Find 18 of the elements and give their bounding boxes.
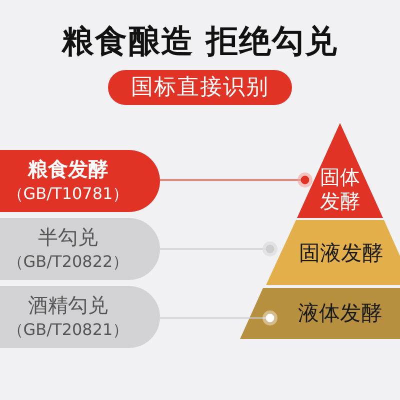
title: 粮食酿造 拒绝勾兑 (62, 21, 338, 61)
category-pill (0, 150, 160, 212)
standard-code: （GB/T20821） (7, 319, 129, 341)
connector-line (160, 172, 312, 188)
tier-label: 固体发酵 (319, 165, 361, 213)
category-name: 酒精勾兑 (28, 292, 108, 318)
tier-label: 固液发酵 (298, 240, 384, 266)
connector-line (160, 310, 278, 326)
connector-line (160, 242, 278, 256)
standard-code: （GB/T10781） (7, 183, 129, 205)
subtitle-banner (108, 70, 292, 105)
tier-label: 液体发酵 (297, 300, 383, 326)
category-pill (0, 218, 160, 280)
category-name: 半勾兑 (38, 224, 98, 250)
category-name: 粮食发酵 (28, 156, 108, 182)
category-pill (0, 286, 160, 348)
subtitle-text: 国标直接识别 (131, 74, 269, 100)
standard-code: （GB/T20822） (7, 251, 129, 273)
